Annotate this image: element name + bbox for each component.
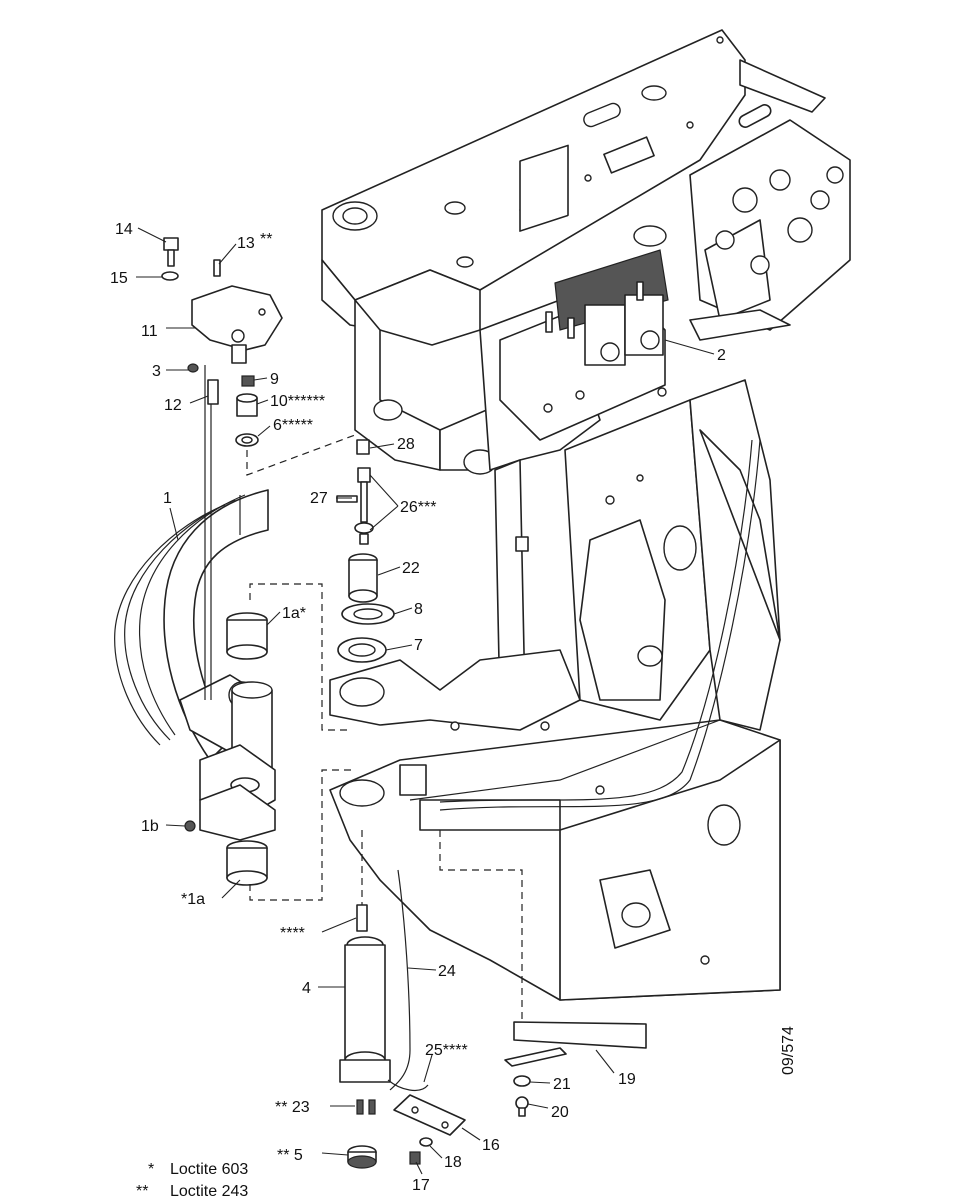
callout-10: 10****** <box>270 393 325 410</box>
legend-text-1: Loctite 603 <box>170 1161 248 1178</box>
legend-text-2: Loctite 243 <box>170 1183 248 1198</box>
callout-28: 28 <box>397 436 415 453</box>
callout-9: 9 <box>270 371 279 388</box>
callout-4-stars: **** <box>280 925 305 942</box>
callout-1b: 1b <box>141 818 159 835</box>
callout-4: 4 <box>302 980 311 997</box>
callout-24: 24 <box>438 963 456 980</box>
callout-8: 8 <box>414 601 423 618</box>
callout-3: 3 <box>152 363 161 380</box>
legend-marker-1: * <box>148 1161 154 1178</box>
legend: * Loctite 603 ** Loctite 243 <box>136 1161 248 1198</box>
callout-2: 2 <box>717 347 726 364</box>
callout-18: 18 <box>444 1154 462 1171</box>
callout-26: 26*** <box>400 499 436 516</box>
callout-1: 1 <box>163 490 172 507</box>
callout-labels: 14 13 ** 15 11 3 9 12 10****** 6***** 28… <box>110 221 726 1194</box>
mast-bracket-assembly <box>114 237 283 886</box>
callout-13-stars: ** <box>260 231 272 248</box>
callout-12: 12 <box>164 397 182 414</box>
callout-16: 16 <box>482 1137 500 1154</box>
callout-7: 7 <box>414 637 423 654</box>
callout-22: 22 <box>402 560 420 577</box>
drawing-reference: 09/574 <box>780 1026 797 1075</box>
valve-block-assembly <box>499 104 851 441</box>
hoses <box>439 439 761 811</box>
cylinder-assembly <box>339 869 647 1169</box>
callout-1a-bottom: *1a <box>181 891 205 908</box>
callout-23: ** 23 <box>275 1099 310 1116</box>
callout-5: ** 5 <box>277 1147 303 1164</box>
lower-base <box>329 649 781 1001</box>
callout-19: 19 <box>618 1071 636 1088</box>
callout-1a-top: 1a* <box>282 605 306 622</box>
callout-27: 27 <box>310 490 328 507</box>
callout-25: 25**** <box>425 1042 468 1059</box>
centre-shaft-parts <box>336 439 395 663</box>
callout-11: 11 <box>141 323 158 340</box>
callout-21: 21 <box>553 1076 571 1093</box>
leader-lines <box>136 227 715 1175</box>
callout-20: 20 <box>551 1104 569 1121</box>
legend-marker-2: ** <box>136 1183 148 1198</box>
callout-17: 17 <box>412 1177 430 1194</box>
callout-15: 15 <box>110 270 128 287</box>
callout-13: 13 <box>237 235 255 252</box>
callout-6: 6***** <box>273 417 313 434</box>
callout-14: 14 <box>115 221 133 238</box>
dashed-guides <box>246 434 523 1022</box>
main-frame <box>321 29 826 731</box>
